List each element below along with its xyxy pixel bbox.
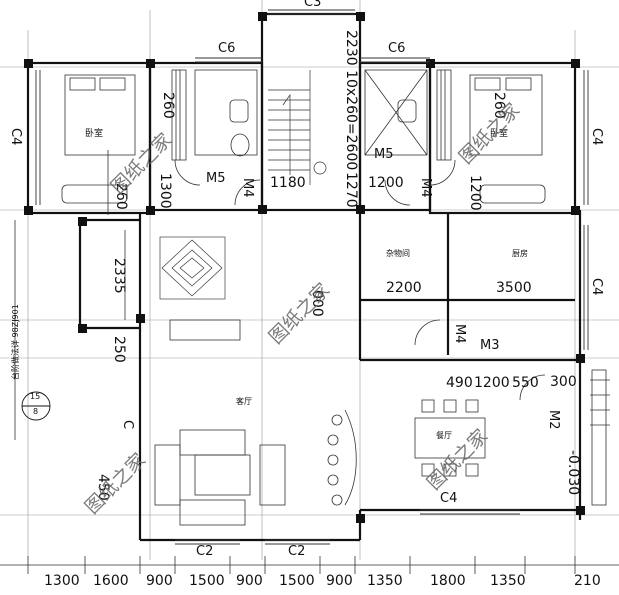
bottom-dim-8: 1350 bbox=[367, 573, 403, 589]
window-label-c6-right: C6 bbox=[388, 41, 406, 56]
bottom-dim-6: 1500 bbox=[279, 573, 315, 589]
door-swings bbox=[174, 159, 546, 401]
bottom-dim-1: 1300 bbox=[44, 573, 80, 589]
window-label-c6-left: C6 bbox=[218, 41, 236, 56]
stair-vertical-dims: 2230 10x260=2600 bbox=[343, 30, 359, 171]
bottom-dim-11: 210 bbox=[574, 573, 601, 589]
bathroom-fixtures bbox=[171, 69, 452, 161]
door-label-m5-left: M5 bbox=[206, 171, 226, 186]
door-label-m4-mid: M4 bbox=[452, 324, 467, 344]
room-label-bedroom-left: 卧室 bbox=[85, 129, 104, 139]
door-label-m4-right: M4 bbox=[418, 178, 433, 198]
sofa-set bbox=[154, 319, 286, 526]
room-label-kitchen: 厨房 bbox=[512, 249, 528, 258]
level-label: -0.030 bbox=[565, 450, 581, 496]
dim-250: 250 bbox=[111, 336, 127, 363]
section-marker bbox=[21, 391, 51, 421]
dim-1200-mid: 1200 bbox=[474, 375, 510, 391]
dim-300: 300 bbox=[550, 374, 577, 390]
dim-3500: 3500 bbox=[496, 280, 532, 296]
room-label-bedroom-right: 卧室 bbox=[490, 129, 509, 139]
columns bbox=[24, 12, 585, 523]
dimension-lines bbox=[0, 150, 619, 574]
dim-1200: 1200 bbox=[368, 175, 404, 191]
bottom-dim-2: 1600 bbox=[93, 573, 129, 589]
section-marker-sheet: 8 bbox=[33, 407, 39, 416]
dim-1300: 1300 bbox=[157, 173, 173, 209]
bottom-dim-3: 900 bbox=[146, 573, 173, 589]
steps-note: 台阶做法详 98ZJ901 bbox=[11, 304, 20, 380]
window-label-c4-right-mid: C4 bbox=[589, 278, 604, 296]
door-label-m2: M2 bbox=[546, 410, 561, 430]
dim-490: 490 bbox=[446, 375, 473, 391]
bottom-dim-9: 1800 bbox=[430, 573, 466, 589]
dim-1180: 1180 bbox=[270, 175, 306, 191]
section-marker-number: 15 bbox=[30, 392, 41, 401]
bottom-dim-7: 900 bbox=[326, 573, 353, 589]
beds bbox=[61, 74, 546, 204]
windows bbox=[35, 9, 589, 545]
room-label-living: 客厅 bbox=[236, 397, 252, 406]
door-label-m4-left: M4 bbox=[240, 178, 255, 198]
room-label-dining: 餐厅 bbox=[436, 431, 452, 440]
dining-set bbox=[414, 399, 486, 477]
bottom-dim-4: 1500 bbox=[189, 573, 225, 589]
dim-2335: 2335 bbox=[111, 258, 127, 294]
bottom-dim-10: 1350 bbox=[490, 573, 526, 589]
bottom-dim-5: 900 bbox=[236, 573, 263, 589]
stairs bbox=[268, 70, 327, 185]
window-label-c2-right: C2 bbox=[288, 544, 306, 559]
window-label-c-left: C bbox=[120, 420, 135, 430]
dim-2200: 2200 bbox=[386, 280, 422, 296]
dim-550: 550 bbox=[512, 375, 539, 391]
window-label-c2-left: C2 bbox=[196, 544, 214, 559]
window-label-c4-right-top: C4 bbox=[589, 128, 604, 146]
window-label-c4-left: C4 bbox=[8, 128, 23, 146]
bar-counter bbox=[327, 409, 357, 506]
railing bbox=[590, 369, 610, 506]
ornament-hatch bbox=[159, 236, 226, 300]
room-label-storage: 杂物间 bbox=[386, 249, 410, 258]
dim-260-left: 260 bbox=[160, 92, 176, 119]
dim-1270: 1270 bbox=[343, 172, 359, 208]
window-label-c4-bottom: C4 bbox=[440, 491, 458, 506]
door-label-m3: M3 bbox=[480, 338, 500, 353]
window-label-c3: C3 bbox=[304, 0, 322, 10]
dim-1200-right: 1200 bbox=[467, 175, 483, 211]
door-label-m5-right: M5 bbox=[374, 147, 394, 162]
